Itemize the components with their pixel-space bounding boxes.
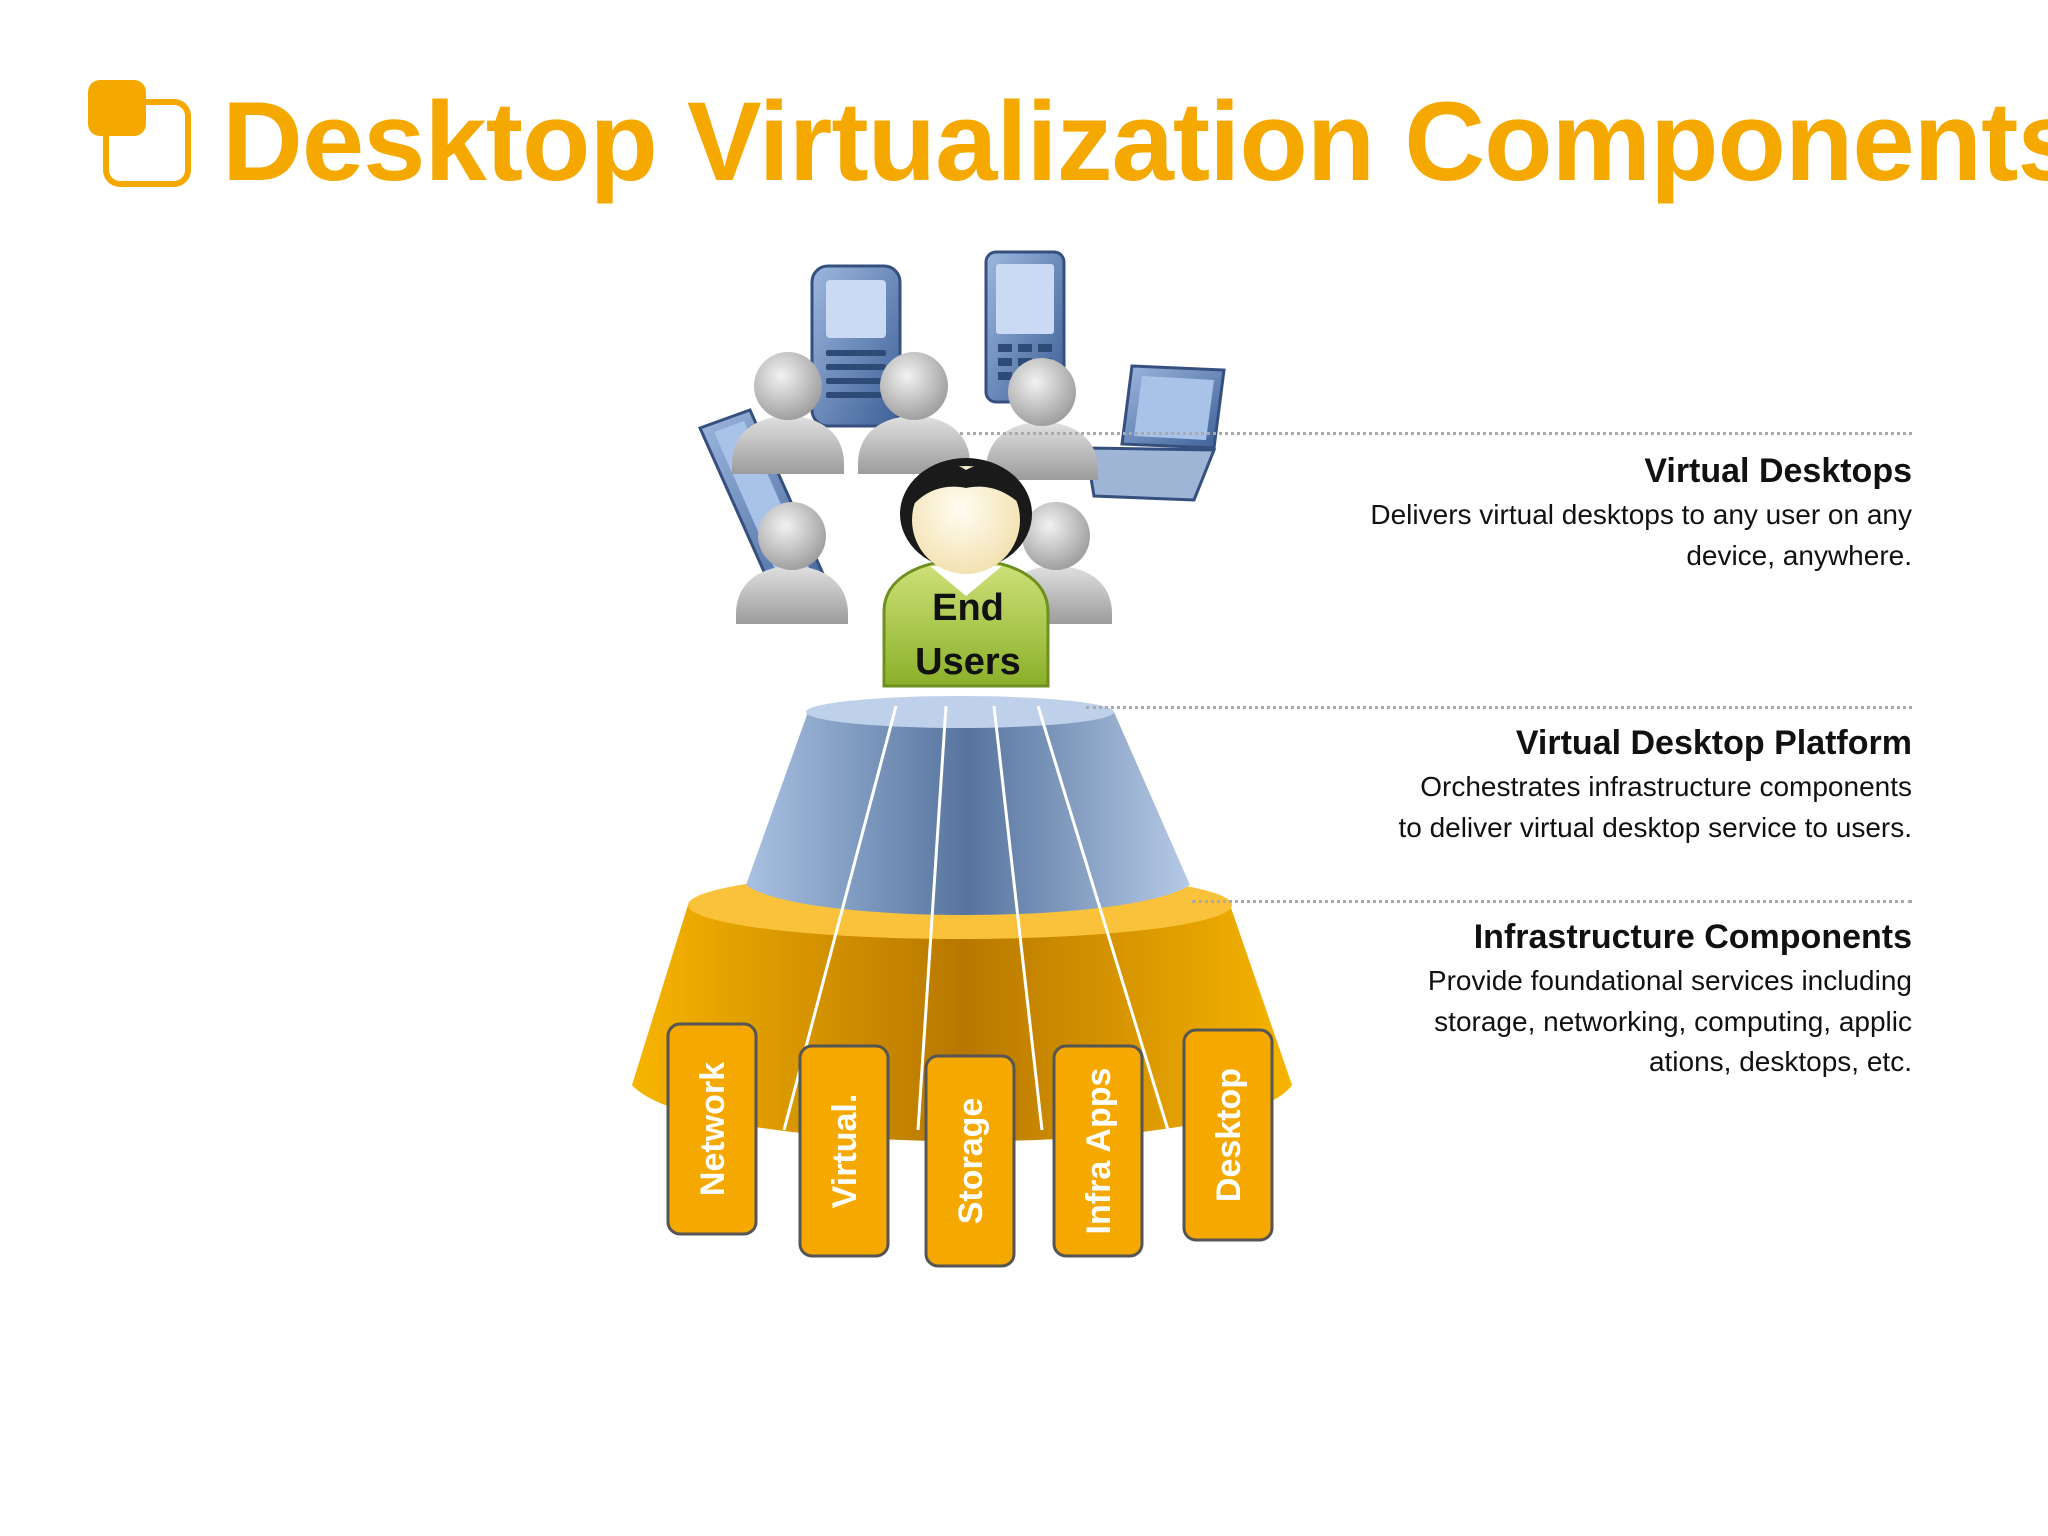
platform-text-line1: Orchestrates infrastructure components — [1420, 771, 1912, 802]
platform-layer — [746, 696, 1190, 915]
pillar-virtual: Virtual. — [798, 1044, 890, 1258]
title-logo-icon — [88, 80, 191, 187]
pillar-label-infra-apps: Infra Apps — [1080, 1068, 1118, 1235]
pillar-storage: Storage — [924, 1054, 1016, 1268]
end-users-label-line1: End — [932, 587, 1004, 629]
virtual-desktops-description: Virtual Desktops Delivers virtual deskto… — [1272, 452, 1912, 576]
pillar-infra-apps: Infra Apps — [1052, 1044, 1144, 1258]
infrastructure-text-line3: ations, desktops, etc. — [1648, 1046, 1912, 1078]
platform-description: Virtual Desktop Platform Orchestrates in… — [1272, 724, 1912, 848]
pillar-label-storage: Storage — [952, 1098, 990, 1225]
infrastructure-text-line1: Provide foundational services including — [1427, 965, 1912, 996]
virtual-desktops-heading: Virtual Desktops — [1644, 452, 1912, 490]
separator-platform — [1086, 706, 1912, 709]
virtual-desktops-text-line1: Delivers virtual desktops to any user on… — [1370, 499, 1912, 530]
pillar-label-virtual: Virtual. — [826, 1094, 864, 1209]
end-users-label-line2: Users — [915, 641, 1021, 683]
page-title: Desktop Virtualization Components — [222, 79, 2048, 204]
platform-text-line2: to deliver virtual desktop service to us… — [1398, 811, 1912, 843]
infrastructure-text-line2: storage, networking, computing, applic — [1434, 1005, 1912, 1037]
pillars: Network Virtual. Storage Infra Apps Desk… — [666, 1022, 1274, 1268]
pillar-label-network: Network — [694, 1062, 732, 1196]
separator-virtual-desktops — [960, 432, 1912, 435]
end-user-icon: End Users — [882, 458, 1050, 688]
laptop-icon — [1084, 364, 1226, 502]
infrastructure-heading: Infrastructure Components — [1473, 918, 1912, 956]
pillar-network: Network — [666, 1022, 758, 1236]
virtual-desktops-text-line2: device, anywhere. — [1686, 539, 1912, 571]
smartphone-icon — [810, 264, 902, 428]
infrastructure-description: Infrastructure Components Provide founda… — [1272, 918, 1912, 1083]
pillar-desktop: Desktop — [1182, 1028, 1274, 1242]
platform-heading: Virtual Desktop Platform — [1515, 724, 1912, 762]
pillar-label-desktop: Desktop — [1210, 1068, 1248, 1202]
separator-infrastructure — [1192, 900, 1912, 903]
